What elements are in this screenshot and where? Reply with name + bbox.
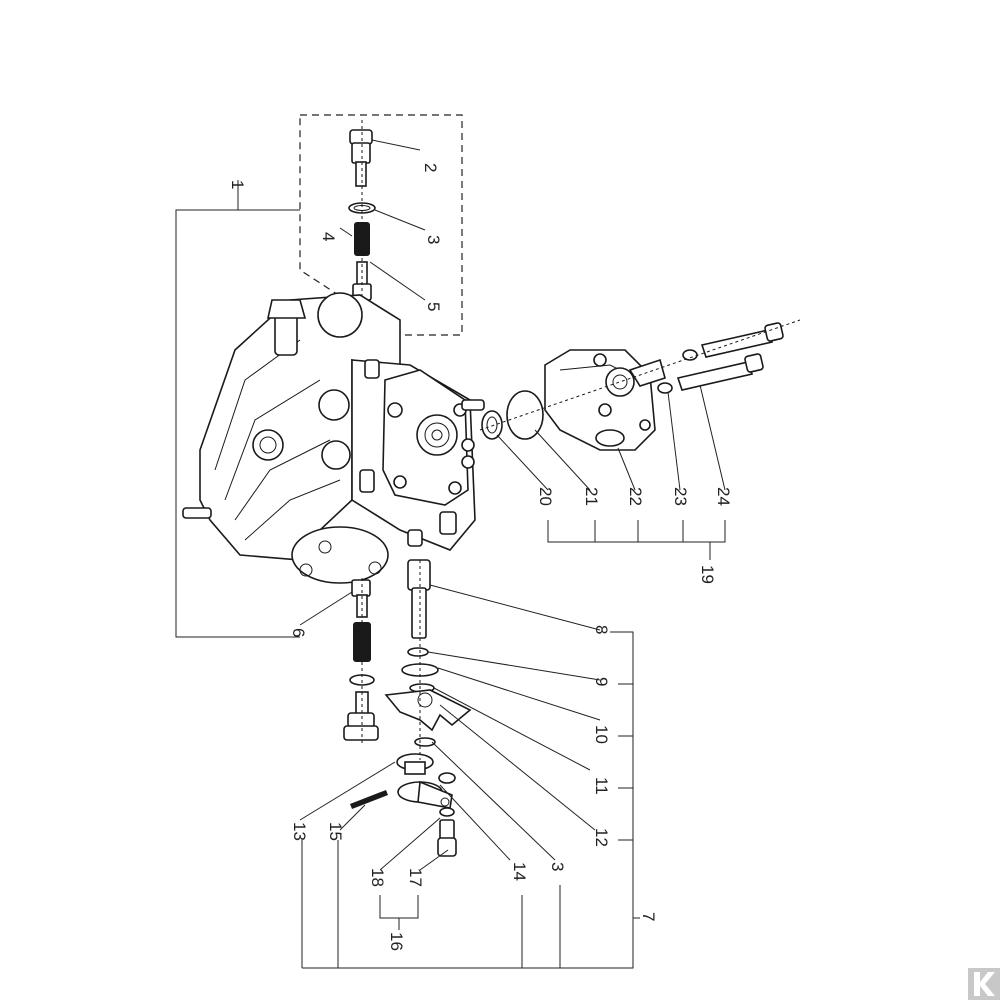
callout-3: 3 xyxy=(424,235,443,244)
bolt-24 xyxy=(676,322,784,391)
callout-2: 2 xyxy=(421,163,440,172)
callout-13: 13 xyxy=(290,822,309,841)
callout-8: 8 xyxy=(592,625,611,634)
valve-piston-6 xyxy=(351,579,371,618)
bracket-16 xyxy=(379,895,419,930)
washer-18 xyxy=(439,807,455,817)
spring-4 xyxy=(354,222,370,256)
callout-24: 24 xyxy=(714,487,733,506)
lever-13 xyxy=(396,753,453,809)
callout-3-lower: 3 xyxy=(548,862,567,871)
callout-23: 23 xyxy=(671,487,690,506)
callout-9: 9 xyxy=(592,677,611,686)
bracket-19 xyxy=(547,520,726,560)
o-ring-9 xyxy=(407,647,429,657)
callout-10: 10 xyxy=(592,725,611,744)
callout-22: 22 xyxy=(626,487,645,506)
spring-6 xyxy=(353,622,371,662)
k-brand-icon xyxy=(968,968,1000,1000)
callout-16: 16 xyxy=(387,932,406,951)
shaft-8 xyxy=(407,559,431,639)
callout-17: 17 xyxy=(406,868,425,887)
valve-plug-bottom xyxy=(343,691,379,741)
callout-6: 6 xyxy=(289,628,308,637)
callout-15: 15 xyxy=(326,822,345,841)
callout-7: 7 xyxy=(639,912,658,921)
callout-4: 4 xyxy=(319,232,338,241)
pump-housing xyxy=(182,292,485,584)
valve-plug-2 xyxy=(349,129,373,187)
bracket-1 xyxy=(175,180,300,638)
valve-group-dashed-outline xyxy=(299,114,463,336)
seal-20 xyxy=(481,410,503,440)
pin-15 xyxy=(350,790,388,809)
callout-14: 14 xyxy=(510,862,529,881)
callout-18: 18 xyxy=(368,868,387,887)
callout-20: 20 xyxy=(536,487,555,506)
callout-19: 19 xyxy=(698,565,717,584)
bracket-12 xyxy=(384,689,472,732)
callout-1: 1 xyxy=(228,180,247,189)
callout-5: 5 xyxy=(424,302,443,311)
bracket-7 xyxy=(301,631,640,969)
nut-14 xyxy=(438,772,456,784)
callout-21: 21 xyxy=(582,487,601,506)
aux-pump-22 xyxy=(544,349,666,451)
callout-12: 12 xyxy=(592,828,611,847)
o-ring-21 xyxy=(506,390,544,440)
callout-11: 11 xyxy=(592,777,611,795)
screw-17 xyxy=(437,819,457,857)
